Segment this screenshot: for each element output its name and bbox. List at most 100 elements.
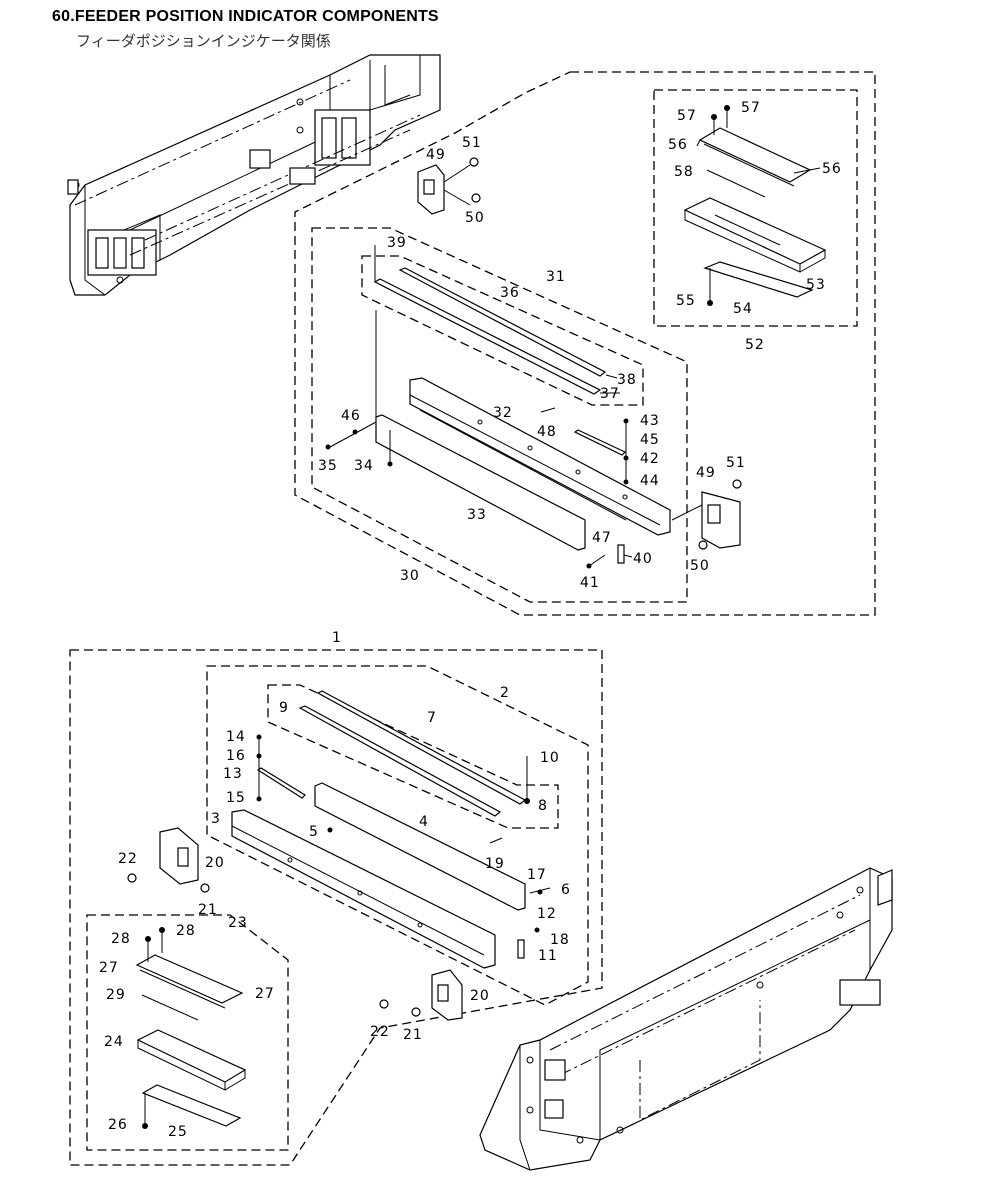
callout-12: 12 [537, 906, 557, 922]
callout-50b: 50 [690, 558, 710, 574]
bar-48 [540, 407, 556, 413]
rail-36-38 [373, 245, 620, 395]
bar-13 [256, 767, 306, 799]
callout-47: 47 [592, 530, 612, 546]
callout-31: 31 [546, 269, 566, 285]
callout-41: 41 [580, 575, 600, 591]
callout-49b: 49 [696, 465, 716, 481]
callout-44: 44 [640, 473, 660, 489]
bracket-49-top [417, 157, 481, 215]
callout-27b: 27 [255, 986, 275, 1002]
callout-58: 58 [674, 164, 694, 180]
callout-48: 48 [537, 424, 557, 440]
page-subtitle: フィーダポジションインジケータ関係 [76, 32, 331, 50]
callout-57b: 57 [741, 100, 761, 116]
callout-labels: 1 2 3 4 5 6 7 8 9 10 11 12 13 14 15 16 1… [99, 100, 842, 1140]
callout-25: 25 [168, 1124, 188, 1140]
bracket-20-left [127, 827, 210, 893]
assembly-boundary-2 [206, 665, 589, 1006]
box-52-parts [683, 105, 827, 306]
assembly-boundary-52 [653, 89, 858, 327]
callout-33: 33 [467, 507, 487, 523]
cover-33 [325, 310, 586, 551]
callout-51a: 51 [462, 135, 482, 151]
callout-4: 4 [419, 814, 429, 830]
callout-37: 37 [600, 386, 620, 402]
callout-40: 40 [633, 551, 653, 567]
pins-40-41 [586, 544, 633, 569]
assembly-boundary-7 [267, 684, 559, 829]
callout-24: 24 [104, 1034, 124, 1050]
callout-57a: 57 [677, 108, 697, 124]
callout-14: 14 [226, 729, 246, 745]
callout-35: 35 [318, 458, 338, 474]
callout-38: 38 [617, 372, 637, 388]
callout-10: 10 [540, 750, 560, 766]
callout-8: 8 [538, 798, 548, 814]
callout-11: 11 [538, 948, 558, 964]
callout-5: 5 [309, 824, 319, 840]
cover-4 [314, 782, 526, 911]
machine-frame-top [67, 54, 441, 296]
callout-16: 16 [226, 748, 246, 764]
assembly-boundary-23 [86, 914, 289, 1151]
callout-55: 55 [676, 293, 696, 309]
bracket-20-right [379, 969, 463, 1021]
machine-frame-bottom [479, 867, 893, 1171]
assembly-boundary-31 [361, 255, 644, 406]
box-23-parts [135, 927, 247, 1129]
callout-53: 53 [806, 277, 826, 293]
callout-42: 42 [640, 451, 660, 467]
callout-19: 19 [485, 856, 505, 872]
callout-18: 18 [550, 932, 570, 948]
callout-22b: 22 [370, 1024, 390, 1040]
callout-22a: 22 [118, 851, 138, 867]
callout-13: 13 [223, 766, 243, 782]
callout-6: 6 [561, 882, 571, 898]
pin-11 [517, 939, 525, 959]
page-title: 60.FEEDER POSITION INDICATOR COMPONENTS [52, 8, 439, 25]
callout-45: 45 [640, 432, 660, 448]
callout-29: 29 [106, 987, 126, 1003]
rail-9 [298, 705, 502, 817]
bracket-49-right [671, 479, 742, 550]
callout-7: 7 [427, 710, 437, 726]
callout-39: 39 [387, 235, 407, 251]
callout-49a: 49 [426, 147, 446, 163]
callout-21a: 21 [198, 902, 218, 918]
callout-30: 30 [400, 568, 420, 584]
callout-26: 26 [108, 1117, 128, 1133]
callout-1: 1 [332, 630, 342, 646]
assembly-boundary-30-outer [294, 71, 876, 616]
callout-54: 54 [733, 301, 753, 317]
callout-51b: 51 [726, 455, 746, 471]
callout-34: 34 [354, 458, 374, 474]
callout-2: 2 [500, 685, 510, 701]
callout-28b: 28 [176, 923, 196, 939]
callout-9: 9 [279, 700, 289, 716]
callout-56b: 56 [822, 161, 842, 177]
assembly-boundary-30 [311, 227, 688, 603]
assembly-boundary-1 [69, 649, 603, 1166]
callout-52: 52 [745, 337, 765, 353]
callout-46: 46 [341, 408, 361, 424]
callout-3: 3 [211, 811, 221, 827]
callout-32: 32 [493, 405, 513, 421]
callout-43: 43 [640, 413, 660, 429]
callout-20a: 20 [205, 855, 225, 871]
callout-15: 15 [226, 790, 246, 806]
callout-50a: 50 [465, 210, 485, 226]
callout-23: 23 [228, 915, 248, 931]
callout-27a: 27 [99, 960, 119, 976]
callout-36: 36 [500, 285, 520, 301]
plate-32 [409, 377, 671, 536]
callout-56a: 56 [668, 137, 688, 153]
callout-28a: 28 [111, 931, 131, 947]
rail-9b [316, 690, 527, 805]
callout-21b: 21 [403, 1027, 423, 1043]
plate-3 [231, 809, 496, 969]
callout-20b: 20 [470, 988, 490, 1004]
bar-45 [573, 429, 627, 456]
callout-17: 17 [527, 867, 547, 883]
